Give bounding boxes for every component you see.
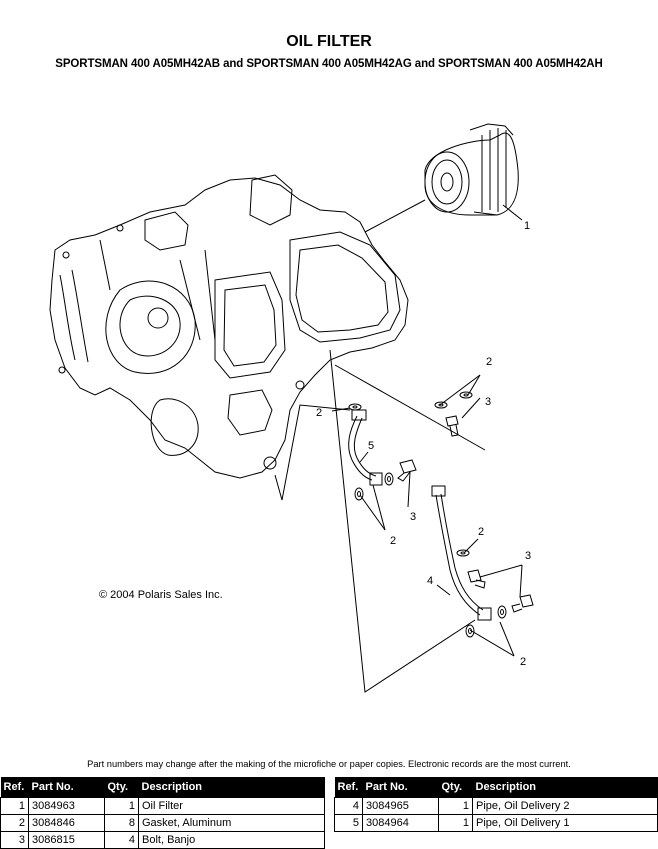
callout-1: 1 — [524, 220, 530, 232]
qty-cell: 1 — [438, 814, 473, 832]
table-header-row: Ref. Part No. Qty. Description — [0, 777, 325, 798]
callout-2: 2 — [520, 656, 526, 668]
oil-pipe-5-drawing — [348, 409, 383, 486]
copyright-notice: © 2004 Polaris Sales Inc. — [99, 589, 223, 601]
header-part-no: Part No. — [362, 777, 439, 798]
part-no-cell: 3084965 — [362, 797, 439, 815]
header-qty: Qty. — [104, 777, 139, 798]
ref-cell: 5 — [334, 814, 363, 832]
part-number-notice: Part numbers may change after the making… — [87, 759, 571, 769]
callout-2: 2 — [390, 535, 396, 547]
callout-2: 2 — [316, 407, 322, 419]
description-cell: Pipe, Oil Delivery 1 — [472, 814, 658, 832]
callout-3: 3 — [525, 550, 531, 562]
gasket-washers — [348, 391, 507, 638]
description-cell: Oil Filter — [138, 797, 325, 815]
ref-cell: 4 — [334, 797, 363, 815]
qty-cell: 1 — [104, 797, 139, 815]
table-header-row: Ref. Part No. Qty. Description — [334, 777, 658, 798]
qty-cell: 1 — [438, 797, 473, 815]
callout-5: 5 — [368, 440, 374, 452]
table-row: 2 3084846 8 Gasket, Aluminum — [0, 814, 325, 832]
parts-table-right: Ref. Part No. Qty. Description 4 3084965… — [334, 777, 658, 832]
table-row: 4 3084965 1 Pipe, Oil Delivery 2 — [334, 797, 658, 815]
callout-4: 4 — [427, 575, 433, 587]
callout-3: 3 — [485, 396, 491, 408]
header-description: Description — [138, 777, 325, 798]
callout-3: 3 — [410, 511, 416, 523]
engine-crankcase-drawing — [49, 174, 409, 479]
ref-cell: 2 — [0, 814, 29, 832]
oil-filter-drawing — [424, 123, 519, 216]
callout-2: 2 — [478, 526, 484, 538]
header-part-no: Part No. — [28, 777, 105, 798]
callout-2: 2 — [486, 356, 492, 368]
page-subtitle: SPORTSMAN 400 A05MH42AB and SPORTSMAN 40… — [55, 58, 603, 70]
part-no-cell: 3084963 — [28, 797, 105, 815]
parts-table-left: Ref. Part No. Qty. Description 1 3084963… — [0, 777, 325, 849]
ref-cell: 1 — [0, 797, 29, 815]
header-ref: Ref. — [334, 777, 363, 798]
exploded-parts-diagram: 1 2 2 3 2 5 3 2 2 3 4 2 — [49, 123, 534, 693]
header-description: Description — [472, 777, 658, 798]
description-cell: Pipe, Oil Delivery 2 — [472, 797, 658, 815]
description-cell: Bolt, Banjo — [138, 831, 325, 849]
page-title: OIL FILTER — [286, 33, 372, 50]
header-qty: Qty. — [438, 777, 473, 798]
part-no-cell: 3084964 — [362, 814, 439, 832]
header-ref: Ref. — [0, 777, 29, 798]
qty-cell: 4 — [104, 831, 139, 849]
oil-pipe-4-drawing — [431, 485, 492, 621]
table-row: 3 3086815 4 Bolt, Banjo — [0, 831, 325, 849]
ref-cell: 3 — [0, 831, 29, 849]
table-row: 5 3084964 1 Pipe, Oil Delivery 1 — [334, 814, 658, 832]
part-no-cell: 3086815 — [28, 831, 105, 849]
table-row: 1 3084963 1 Oil Filter — [0, 797, 325, 815]
banjo-bolts — [397, 415, 534, 613]
part-no-cell: 3084846 — [28, 814, 105, 832]
description-cell: Gasket, Aluminum — [138, 814, 325, 832]
callout-leaders — [274, 199, 523, 693]
qty-cell: 8 — [104, 814, 139, 832]
